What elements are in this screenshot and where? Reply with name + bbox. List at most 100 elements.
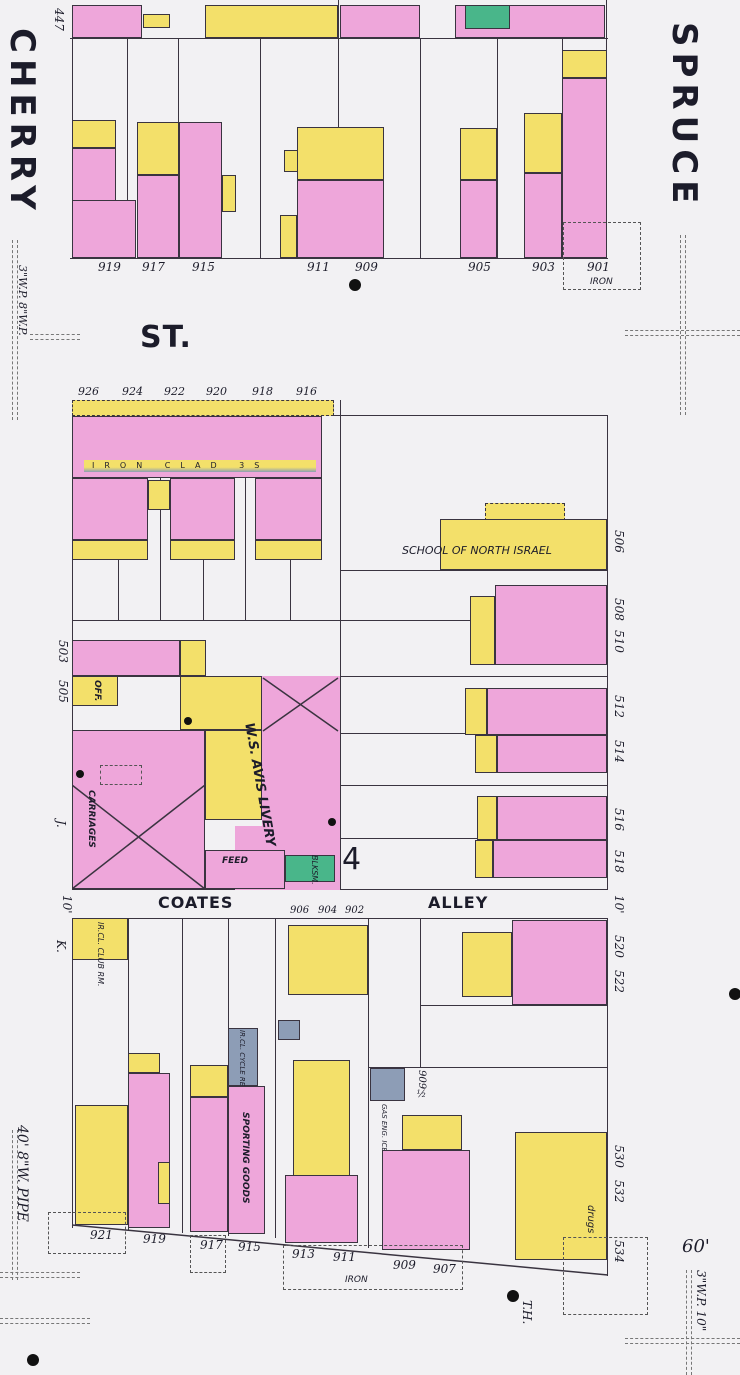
fire-hydrant-icon (729, 988, 740, 1000)
house-number: 510 (612, 630, 626, 653)
house-number: 530 (612, 1145, 626, 1168)
ice-cream-engine-house (370, 1068, 405, 1101)
fire-hydrant-icon (349, 279, 361, 291)
street-frontage-line (71, 1224, 609, 1276)
elevator (100, 765, 142, 785)
water-pipe-right-bottom (686, 1270, 692, 1375)
club-room (72, 918, 128, 960)
house-number: 907 (433, 1262, 456, 1276)
water-pipe-left-bottom (12, 1130, 18, 1280)
width-label-10-left: 10' (60, 895, 74, 914)
iron-awning (190, 1235, 226, 1273)
lot-line (340, 570, 608, 571)
building (72, 5, 142, 38)
building-fireproof (465, 5, 510, 29)
building (280, 215, 297, 258)
building (158, 1162, 170, 1204)
building (170, 540, 235, 560)
building (72, 478, 148, 540)
lot-line (275, 918, 276, 1238)
house-number: 902 (345, 905, 365, 916)
lot-line (420, 918, 421, 1068)
water-pipe-bottom-right (625, 1338, 740, 1344)
hydrant-dot (328, 818, 336, 826)
house-number: 916 (296, 385, 317, 398)
carriage-roof-lines (72, 785, 205, 889)
blacksmith-label: BLKSM. (310, 855, 319, 885)
building (487, 688, 607, 735)
building (497, 796, 607, 840)
building (297, 127, 384, 180)
livery-roof-lines (235, 676, 340, 890)
hydrant-label: T.H. (520, 1300, 534, 1325)
iron-label: IRON (590, 277, 613, 287)
building (297, 180, 384, 258)
house-number: 913 (292, 1247, 315, 1261)
building (512, 920, 607, 1005)
building (475, 840, 493, 878)
house-number: 919 (143, 1232, 166, 1246)
lot-line (497, 38, 498, 258)
lot-line (340, 785, 608, 786)
house-number: 514 (612, 740, 626, 763)
fire-hydrant-icon (507, 1290, 519, 1302)
lot-line (127, 38, 128, 258)
building (562, 78, 607, 258)
water-pipe-bottom-left (0, 1272, 80, 1278)
iron-awning (283, 1245, 463, 1290)
building (475, 735, 497, 773)
iron-clad-label: IRON CLAD 3S (84, 460, 316, 472)
building (75, 1105, 128, 1225)
building (205, 5, 338, 38)
lot-line (72, 889, 608, 890)
pipe-label-right-bottom: 3"W.P. 10" (694, 1270, 708, 1332)
house-number: 924 (122, 385, 143, 398)
sporting-label: SPORTING GOODS (240, 1112, 250, 1204)
drug-store (515, 1132, 607, 1260)
feed-building (205, 850, 285, 889)
water-pipe-bottom-left-2 (0, 1318, 90, 1324)
house-number: 911 (307, 260, 330, 274)
house-number: 905 (468, 260, 491, 274)
pipe-label-left: 3"W.P. 8"W.P. (16, 265, 29, 336)
cycle-label: IR.CL. CYCLE REPAIRING (238, 1030, 246, 1115)
street-label-spruce: SPRUCE (664, 22, 704, 210)
shed (278, 1020, 300, 1040)
building (190, 1065, 228, 1097)
building (562, 50, 607, 78)
building (495, 585, 607, 665)
building (222, 175, 236, 212)
lot-line (260, 38, 261, 258)
lot-line (182, 918, 183, 1233)
building (143, 14, 170, 28)
cycle-shop (228, 1028, 258, 1086)
lot-line (340, 838, 608, 839)
blacksmith-shop (285, 855, 335, 882)
iron-awning (48, 1212, 126, 1254)
fire-hydrant-icon (27, 1354, 39, 1366)
house-number: 917 (142, 260, 165, 274)
building (477, 796, 497, 840)
lot-line (607, 415, 608, 890)
building (524, 113, 562, 173)
building (284, 150, 298, 172)
house-number: 522 (612, 970, 626, 993)
house-number: 915 (192, 260, 215, 274)
lot-line (72, 620, 608, 621)
water-pipe-left-branch (30, 334, 80, 340)
lot-line (420, 38, 421, 258)
porch (72, 400, 334, 416)
iron-awning (563, 222, 641, 290)
house-number: 909 (393, 1258, 416, 1272)
hydrant-dot (184, 717, 192, 725)
building (460, 128, 497, 180)
building (470, 596, 495, 665)
lot-line (70, 258, 608, 259)
office-building (72, 676, 118, 706)
building (72, 200, 136, 258)
pipe-label-left-bottom: 40' 8"W. PIPE (14, 1125, 30, 1222)
lot-line (72, 676, 608, 677)
lot-line (72, 918, 73, 1228)
building (128, 1073, 170, 1228)
building (493, 840, 607, 878)
